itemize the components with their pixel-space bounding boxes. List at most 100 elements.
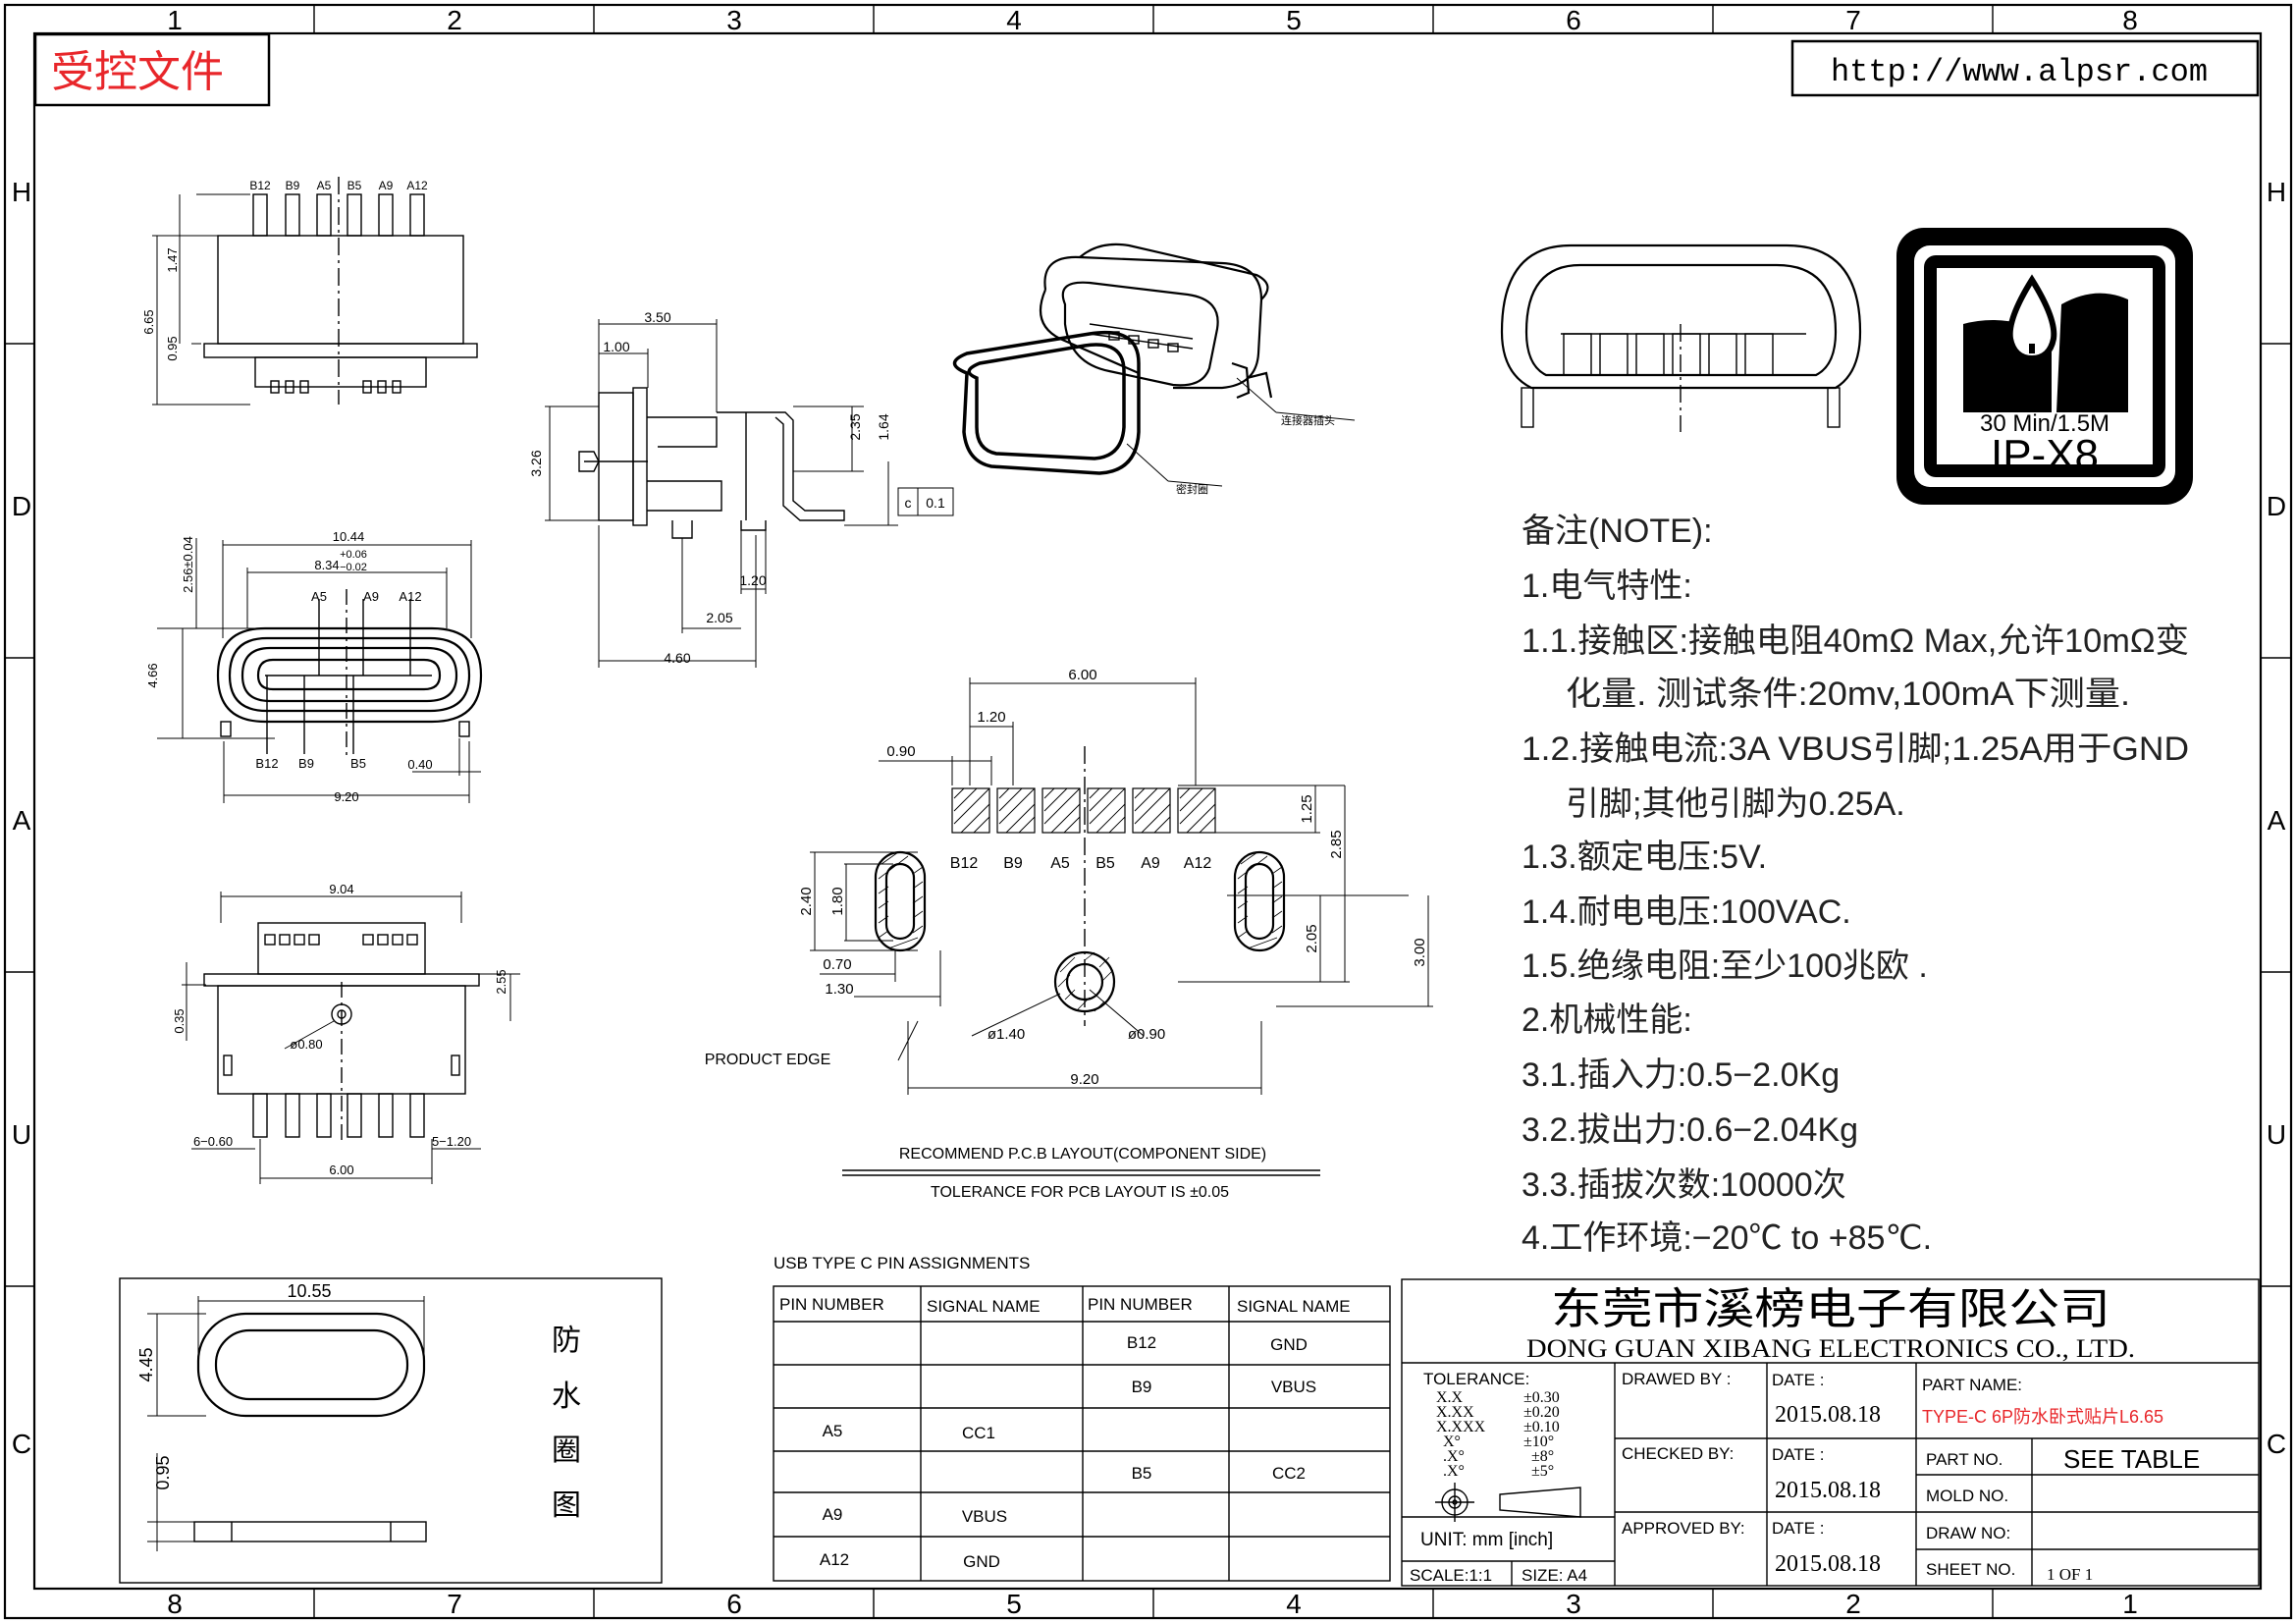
ipx8-rating: 30 Min/1.5M: [1980, 410, 2109, 437]
pcb-pad-label: A9: [1141, 855, 1160, 872]
pcb-caption: RECOMMEND P.C.B LAYOUT(COMPONENT SIDE): [899, 1146, 1266, 1163]
bottom-col-8: 8: [167, 1589, 183, 1619]
bottom-col-4: 4: [1286, 1589, 1302, 1619]
ipx8-badge: 30 Min/1.5M IP-X8: [1896, 228, 2193, 505]
part-no-value: SEE TABLE: [2063, 1444, 2200, 1474]
pcb-pad-label: A5: [1050, 855, 1070, 872]
pin-label: B9: [286, 179, 300, 192]
draw-no-label: DRAW NO:: [1926, 1524, 2010, 1542]
pin-label: B5: [347, 179, 362, 192]
tol-key: .X°: [1443, 1448, 1465, 1465]
top-col-3: 3: [726, 5, 742, 35]
notes: 备注(NOTE): 1.电气特性: 1.1.接触区:接触电阻40mΩ Max,允…: [1522, 513, 2189, 1257]
pcb-pad-label: B5: [1095, 855, 1115, 872]
row-H-right: H: [2267, 177, 2286, 207]
pin-table-cell: CC1: [962, 1424, 995, 1442]
top-col-5: 5: [1286, 5, 1302, 35]
note-line: 3.3.插拔次数:10000次: [1522, 1166, 1846, 1204]
note-line: 4.工作环境:−20℃ to +85℃.: [1522, 1219, 1932, 1257]
pin-assignment-table: USB TYPE C PIN ASSIGNMENTS PIN NUMBER SI…: [773, 1254, 1391, 1582]
dim-4.66: 4.66: [145, 663, 160, 687]
pin-table-title: USB TYPE C PIN ASSIGNMENTS: [774, 1254, 1030, 1272]
note-line: 2.机械性能:: [1522, 1001, 1692, 1039]
pcb-dim-2.05: 2.05: [1304, 924, 1320, 952]
pin-table-cell: B9: [1132, 1378, 1152, 1396]
dim-tol-plus: +0.06: [340, 549, 367, 561]
tol-key: X.XXX: [1436, 1419, 1486, 1435]
sheet-value: 1 OF 1: [2047, 1565, 2093, 1584]
note-line: 1.4.耐电电压:100VAC.: [1522, 893, 1851, 931]
date-value: 2015.08.18: [1775, 1402, 1881, 1428]
pin-B12: B12: [255, 756, 278, 771]
seal-vertical-char: 水: [552, 1380, 581, 1413]
pcb-dim-hole-0.90: ø0.90: [1128, 1026, 1165, 1043]
company-name-en: DONG GUAN XIBANG ELECTRONICS CO., LTD.: [1526, 1334, 2135, 1363]
dim-2.35: 2.35: [847, 413, 863, 440]
tol-val: ±0.30: [1523, 1389, 1560, 1406]
tol-key: .X°: [1443, 1463, 1465, 1480]
tol-val: ±8°: [1531, 1448, 1554, 1465]
dim-1.20: 1.20: [739, 572, 766, 588]
pcb-dim-0.70: 0.70: [823, 956, 851, 973]
seal-dim-t: 0.95: [153, 1455, 173, 1489]
pin-A9: A9: [363, 589, 379, 604]
iso-connector-view: 连接器插头 密封圈: [952, 243, 1356, 496]
note-line: 1.2.接触电流:3A VBUS引脚;1.25A用于GND: [1522, 730, 2189, 768]
bottom-col-3: 3: [1566, 1589, 1581, 1619]
pcb-pad-label: A12: [1184, 855, 1212, 872]
pin-table-header: PIN NUMBER: [1088, 1295, 1193, 1314]
pin-table-header: PIN NUMBER: [779, 1295, 884, 1314]
pcb-dim-1.80: 1.80: [829, 887, 846, 915]
date-label: DATE :: [1772, 1445, 1825, 1464]
dim-8.34: 8.34: [314, 558, 339, 572]
ipx8-code: IP-X8: [1991, 431, 2099, 479]
dim-2.56: 2.56±0.04: [181, 536, 195, 593]
pcb-dim-2.85: 2.85: [1328, 830, 1345, 858]
bottom-col-5: 5: [1006, 1589, 1022, 1619]
pin-A5: A5: [311, 589, 327, 604]
top-col-2: 2: [447, 5, 462, 35]
dim-2.55: 2.55: [494, 969, 508, 994]
pcb-layout: 6.00 1.20 0.90 B12 B9 A5 B5 A9 A12 1.25 …: [705, 667, 1433, 1201]
dim-4.60: 4.60: [664, 650, 690, 666]
dim-hole-0.80: ø0.80: [290, 1037, 322, 1052]
pin-table-cell: B12: [1127, 1333, 1156, 1352]
side-view: 3.50 1.00 3.26 2.35 1.64 1.20 2.05 4.60 …: [528, 309, 954, 668]
row-A-left: A: [13, 805, 31, 836]
pin-table-cell: CC2: [1272, 1464, 1306, 1483]
row-C-left: C: [12, 1429, 31, 1459]
dim-0.40: 0.40: [407, 757, 432, 772]
seal-dim-w: 10.55: [287, 1281, 331, 1301]
dim-5-1.20: 5−1.20: [432, 1134, 471, 1149]
pin-table-cell: GND: [963, 1552, 1000, 1571]
sheet-no-label: SHEET NO.: [1926, 1560, 2015, 1579]
bottom-view: 9.04 2.55 0.35 ø0.80 6−0.60 5−1.20 6.00: [172, 882, 520, 1184]
dim-6.00: 6.00: [329, 1163, 353, 1177]
connector-label: 连接器插头: [1281, 413, 1335, 427]
pcb-dim-1.30: 1.30: [825, 981, 853, 998]
sheet-border: 1 2 3 4 5 6 7 8 8 7 6 5 4 3 2 1 H D A U …: [3, 3, 2293, 1620]
dim-1.47: 1.47: [165, 247, 180, 272]
tol-val: 0.1: [926, 495, 945, 511]
pcb-tolerance: TOLERANCE FOR PCB LAYOUT IS ±0.05: [931, 1184, 1229, 1201]
pin-table-cell: GND: [1270, 1335, 1308, 1354]
pcb-pad-label: B9: [1003, 855, 1023, 872]
seal-vertical-char: 图: [552, 1489, 581, 1522]
tol-key: X.X: [1436, 1389, 1464, 1406]
approved-by-label: APPROVED BY:: [1622, 1519, 1745, 1538]
note-title: 备注(NOTE):: [1522, 513, 1713, 550]
dim-tol-minus: −0.02: [340, 562, 367, 573]
url-text: http://www.alpsr.com: [1831, 54, 2208, 90]
row-D-right: D: [2267, 491, 2286, 521]
date-label: DATE :: [1772, 1371, 1825, 1389]
stamp-text: 受控文件: [51, 48, 224, 96]
mating-face-view: 10.44 8.34 +0.06 −0.02 A5 A9 A12 B12 B9 …: [145, 529, 483, 804]
pcb-dim-9.20: 9.20: [1070, 1071, 1098, 1088]
pin-label: A9: [379, 179, 394, 192]
dim-9.20: 9.20: [334, 789, 358, 804]
note-line: 化量. 测试条件:20mv,100mA下测量.: [1566, 676, 2130, 713]
top-col-8: 8: [2122, 5, 2138, 35]
row-H-left: H: [12, 177, 31, 207]
pin-label: A12: [406, 179, 428, 192]
